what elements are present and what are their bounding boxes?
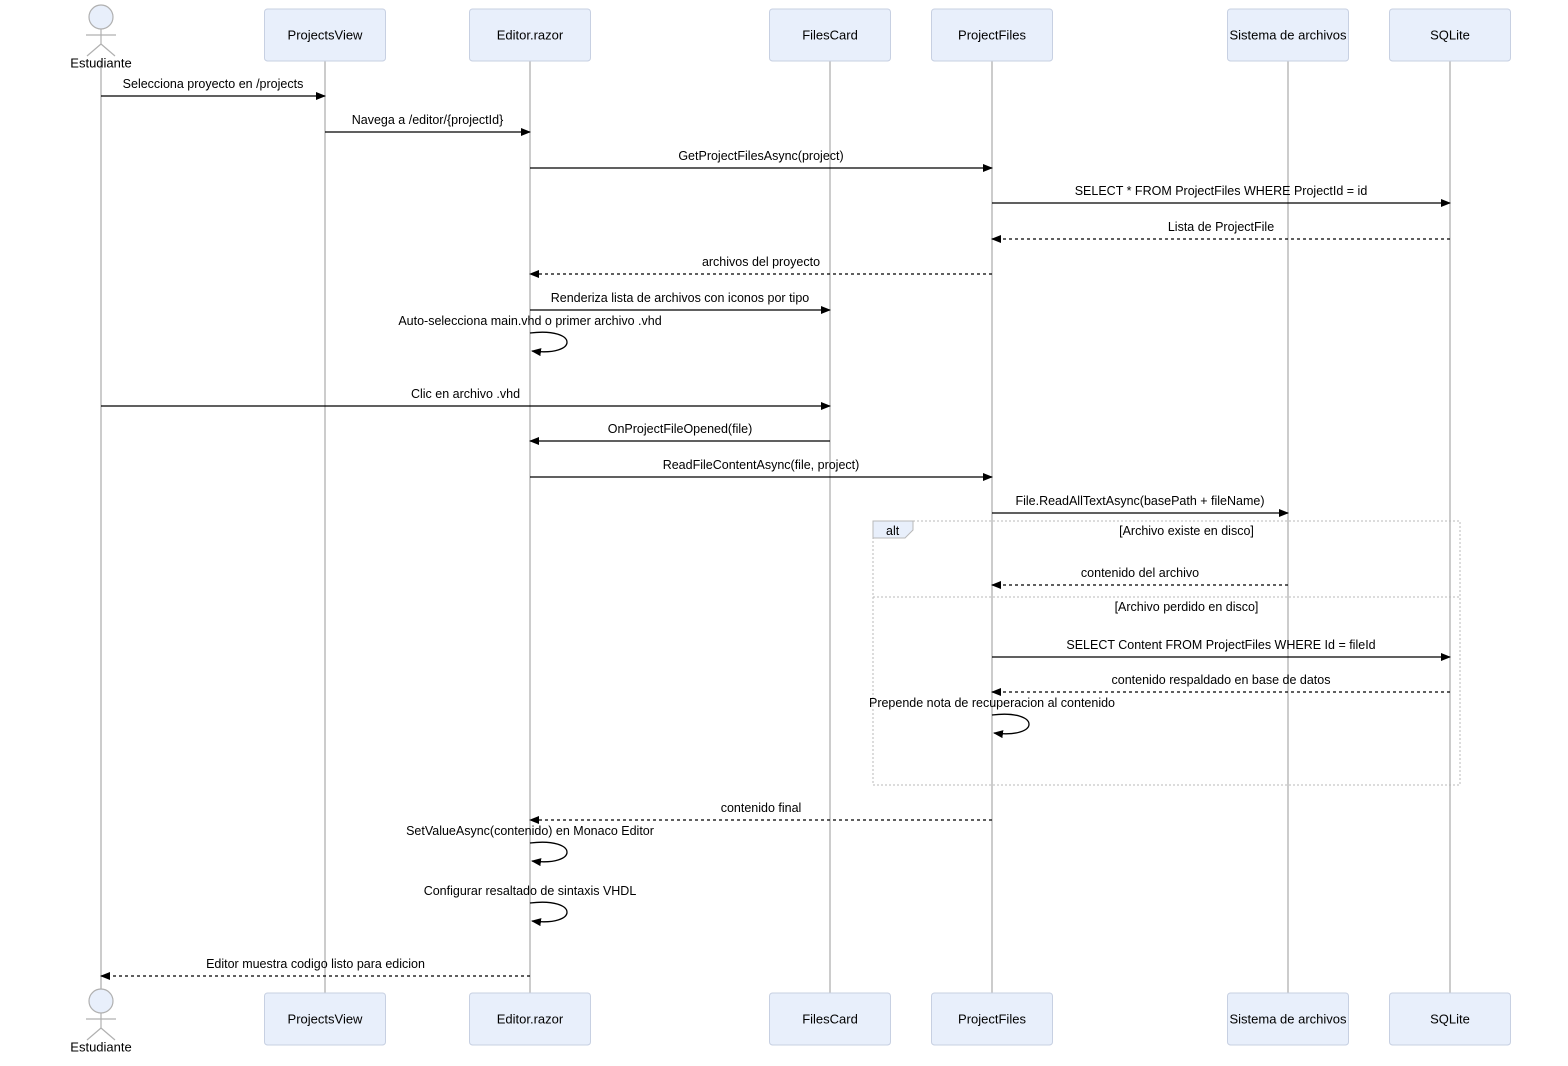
- participant-editor-razor-top[interactable]: Editor.razor: [469, 8, 591, 62]
- participant-box: [469, 992, 591, 1046]
- message-label: SELECT Content FROM ProjectFiles WHERE I…: [1066, 638, 1375, 652]
- participant-projectfiles-top[interactable]: ProjectFiles: [931, 8, 1053, 62]
- message-label: GetProjectFilesAsync(project): [678, 149, 843, 163]
- participant-label: Editor.razor: [497, 1011, 564, 1026]
- participant-editor-razor-bottom[interactable]: Editor.razor: [469, 992, 591, 1046]
- participant-filescard-top[interactable]: FilesCard: [769, 8, 891, 62]
- message-14[interactable]: SELECT Content FROM ProjectFiles WHERE I…: [992, 638, 1451, 661]
- alt-frame-tag: alt: [886, 524, 900, 538]
- actor-label: Estudiante: [70, 1039, 131, 1054]
- participant-label: Sistema de archivos: [1229, 27, 1347, 42]
- self-message-arrow: [529, 841, 568, 867]
- participant-sistema-de-archivos-top[interactable]: Sistema de archivos: [1227, 8, 1349, 62]
- message-1[interactable]: Selecciona proyecto en /projects: [101, 77, 326, 100]
- message-11[interactable]: ReadFileContentAsync(file, project): [530, 458, 993, 481]
- message-label: contenido del archivo: [1081, 566, 1199, 580]
- message-label: contenido final: [721, 801, 802, 815]
- message-5[interactable]: Lista de ProjectFile: [991, 220, 1450, 243]
- participant-box: [1227, 8, 1349, 62]
- actor-head-icon: [88, 988, 114, 1014]
- actor-label: Estudiante: [70, 55, 131, 70]
- message-label: OnProjectFileOpened(file): [608, 422, 753, 436]
- participant-projectfiles-bottom[interactable]: ProjectFiles: [931, 992, 1053, 1046]
- participant-box: [469, 8, 591, 62]
- message-7[interactable]: Renderiza lista de archivos con iconos p…: [530, 291, 831, 314]
- message-13[interactable]: contenido del archivo: [991, 566, 1288, 589]
- participant-label: ProjectsView: [288, 27, 364, 42]
- message-6[interactable]: archivos del proyecto: [529, 255, 992, 278]
- participant-label: FilesCard: [802, 1011, 858, 1026]
- participant-label: Sistema de archivos: [1229, 1011, 1347, 1026]
- message-label: Lista de ProjectFile: [1168, 220, 1274, 234]
- participant-label: SQLite: [1430, 1011, 1470, 1026]
- actor-leg-icon: [100, 1027, 116, 1041]
- message-10[interactable]: OnProjectFileOpened(file): [529, 422, 830, 445]
- participant-box: [931, 8, 1053, 62]
- message-label: SetValueAsync(contenido) en Monaco Edito…: [406, 824, 654, 838]
- actor-leg-icon: [100, 43, 116, 57]
- message-17[interactable]: contenido final: [529, 801, 992, 824]
- participant-box: [264, 992, 386, 1046]
- actor-leg-icon: [86, 43, 102, 57]
- message-20[interactable]: Editor muestra codigo listo para edicion: [100, 957, 530, 980]
- participant-label: SQLite: [1430, 27, 1470, 42]
- participant-sqlite-top[interactable]: SQLite: [1389, 8, 1511, 62]
- message-label: File.ReadAllTextAsync(basePath + fileNam…: [1015, 494, 1264, 508]
- message-label: Auto-selecciona main.vhd o primer archiv…: [398, 314, 661, 328]
- message-9[interactable]: Clic en archivo .vhd: [101, 387, 831, 410]
- participant-label: ProjectFiles: [958, 27, 1026, 42]
- message-label: Prepende nota de recuperacion al conteni…: [869, 696, 1115, 710]
- participant-box: [1227, 992, 1349, 1046]
- alt-condition: [Archivo existe en disco]: [1119, 524, 1254, 538]
- participant-projectsview-top[interactable]: ProjectsView: [264, 8, 386, 62]
- message-label: SELECT * FROM ProjectFiles WHERE Project…: [1075, 184, 1368, 198]
- message-label: Renderiza lista de archivos con iconos p…: [551, 291, 810, 305]
- alt-frame-tab: [872, 520, 914, 539]
- participant-label: Editor.razor: [497, 27, 564, 42]
- message-4[interactable]: SELECT * FROM ProjectFiles WHERE Project…: [992, 184, 1451, 207]
- message-2[interactable]: Navega a /editor/{projectId}: [325, 113, 531, 136]
- message-label: archivos del proyecto: [702, 255, 820, 269]
- alt-condition: [Archivo perdido en disco]: [1115, 600, 1259, 614]
- self-message-arrow: [991, 713, 1030, 739]
- participant-box: [1389, 992, 1511, 1046]
- participant-box: [1389, 8, 1511, 62]
- participant-box: [931, 992, 1053, 1046]
- message-8[interactable]: Auto-selecciona main.vhd o primer archiv…: [398, 314, 662, 357]
- message-label: Editor muestra codigo listo para edicion: [206, 957, 425, 971]
- self-message-arrow: [529, 901, 568, 927]
- participant-box: [769, 8, 891, 62]
- message-16[interactable]: Prepende nota de recuperacion al conteni…: [869, 696, 1115, 739]
- participant-label: ProjectFiles: [958, 1011, 1026, 1026]
- participant-sqlite-bottom[interactable]: SQLite: [1389, 992, 1511, 1046]
- self-message-arrow: [529, 331, 568, 357]
- participant-label: ProjectsView: [288, 1011, 364, 1026]
- message-label: Navega a /editor/{projectId}: [352, 113, 504, 127]
- actor-leg-icon: [86, 1027, 102, 1041]
- actor-head-icon: [88, 4, 114, 30]
- message-15[interactable]: contenido respaldado en base de datos: [991, 673, 1450, 696]
- participant-sistema-de-archivos-bottom[interactable]: Sistema de archivos: [1227, 992, 1349, 1046]
- message-label: ReadFileContentAsync(file, project): [663, 458, 860, 472]
- message-3[interactable]: GetProjectFilesAsync(project): [530, 149, 993, 172]
- participant-box: [769, 992, 891, 1046]
- message-label: contenido respaldado en base de datos: [1112, 673, 1331, 687]
- actor-estudiante-bottom[interactable]: Estudiante: [70, 988, 132, 1054]
- message-label: Clic en archivo .vhd: [411, 387, 520, 401]
- participant-label: FilesCard: [802, 27, 858, 42]
- message-label: Selecciona proyecto en /projects: [123, 77, 304, 91]
- alt-frame: alt [Archivo existe en disco] [Archivo per…: [872, 520, 1461, 786]
- message-19[interactable]: Configurar resaltado de sintaxis VHDL: [424, 884, 637, 927]
- alt-frame-border: [872, 520, 1461, 786]
- actor-estudiante-top[interactable]: Estudiante: [70, 4, 132, 70]
- participant-projectsview-bottom[interactable]: ProjectsView: [264, 992, 386, 1046]
- participant-box: [264, 8, 386, 62]
- participant-filescard-bottom[interactable]: FilesCard: [769, 992, 891, 1046]
- message-18[interactable]: SetValueAsync(contenido) en Monaco Edito…: [406, 824, 654, 867]
- message-12[interactable]: File.ReadAllTextAsync(basePath + fileNam…: [992, 494, 1289, 517]
- message-label: Configurar resaltado de sintaxis VHDL: [424, 884, 637, 898]
